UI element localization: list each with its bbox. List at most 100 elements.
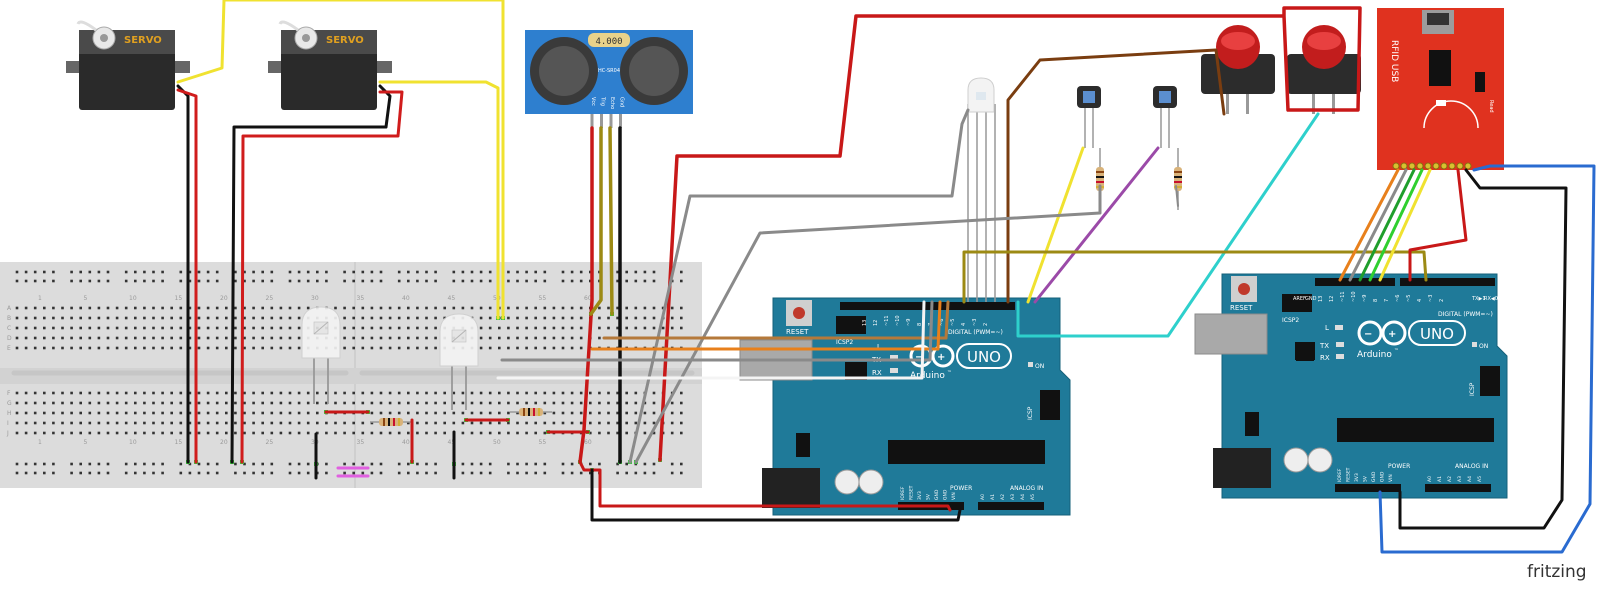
terminal-hole bbox=[143, 326, 146, 330]
terminal-hole bbox=[279, 431, 283, 435]
rail-hole bbox=[143, 279, 146, 283]
arduino-2-logo-plus: + bbox=[1388, 329, 1396, 340]
arduino-1-usb-chip bbox=[845, 362, 867, 380]
terminal-hole bbox=[70, 326, 73, 330]
terminal-hole bbox=[634, 421, 638, 425]
terminal-hole bbox=[79, 326, 82, 330]
rail-hole bbox=[206, 462, 210, 466]
terminal-hole bbox=[215, 316, 219, 320]
terminal-hole bbox=[33, 306, 37, 310]
rail-hole bbox=[97, 471, 101, 475]
rail-hole bbox=[79, 279, 82, 283]
arduino-2-l-label: L bbox=[1325, 324, 1329, 332]
terminal-hole bbox=[652, 391, 656, 395]
servo-1-shaft bbox=[100, 34, 108, 42]
terminal-hole bbox=[288, 316, 292, 320]
wire-sensor-echo-olive bbox=[608, 126, 614, 316]
rail-hole bbox=[70, 270, 73, 274]
terminal-hole bbox=[179, 326, 183, 330]
terminal-hole bbox=[625, 411, 628, 415]
column-number: 30 bbox=[311, 295, 319, 302]
push-button-2-leg-2 bbox=[1332, 94, 1335, 114]
arduino-1-power-label: POWER bbox=[950, 485, 972, 492]
resistor-photoresistor-1-band bbox=[1096, 171, 1104, 173]
servo-2-label: SERVO bbox=[326, 35, 364, 46]
column-number-bottom: 1 bbox=[38, 439, 42, 446]
column-number-bottom: 40 bbox=[402, 439, 410, 446]
terminal-hole bbox=[161, 316, 164, 320]
terminal-hole bbox=[188, 326, 192, 330]
rail-hole bbox=[525, 270, 528, 274]
arduino-2-tx-label: TX bbox=[1319, 342, 1329, 350]
terminal-hole bbox=[370, 346, 374, 350]
wire-rfid-yellow bbox=[1378, 168, 1432, 282]
arduino-2-rx-pin-label: RX◀0 bbox=[1484, 296, 1498, 302]
terminal-hole bbox=[598, 326, 601, 330]
column-number-bottom: 20 bbox=[220, 439, 228, 446]
terminal-hole bbox=[297, 431, 301, 435]
rail-hole bbox=[106, 279, 110, 283]
terminal-hole bbox=[15, 391, 19, 395]
terminal-hole bbox=[288, 346, 292, 350]
terminal-hole bbox=[179, 401, 183, 405]
terminal-hole bbox=[407, 391, 410, 395]
terminal-hole bbox=[15, 306, 19, 310]
wires bbox=[176, 0, 1596, 554]
terminal-hole bbox=[152, 336, 155, 340]
rail-hole bbox=[516, 279, 519, 283]
terminal-hole bbox=[625, 421, 628, 425]
terminal-hole bbox=[589, 401, 592, 405]
rail-hole bbox=[634, 279, 638, 283]
terminal-hole bbox=[234, 316, 237, 320]
rail-hole bbox=[507, 462, 510, 466]
terminal-hole bbox=[297, 346, 301, 350]
terminal-hole bbox=[407, 421, 410, 425]
wire-photoresistor2-purple bbox=[1033, 146, 1160, 304]
terminal-hole bbox=[534, 401, 537, 405]
terminal-hole bbox=[79, 391, 82, 395]
pin-label: IOREF bbox=[1337, 468, 1343, 482]
terminal-hole bbox=[407, 306, 410, 310]
servo-2-arm bbox=[278, 20, 299, 32]
terminal-hole bbox=[461, 391, 465, 395]
rail-hole bbox=[24, 462, 28, 466]
rail-hole bbox=[425, 471, 428, 475]
terminal-hole bbox=[106, 421, 110, 425]
arduino-1-icsp2-label: ICSP2 bbox=[836, 339, 853, 346]
terminal-hole bbox=[488, 391, 492, 395]
terminal-hole bbox=[188, 431, 192, 435]
rail-hole bbox=[516, 462, 519, 466]
terminal-hole bbox=[434, 421, 437, 425]
rail-hole bbox=[316, 279, 319, 283]
terminal-hole bbox=[33, 326, 37, 330]
rail-hole bbox=[643, 270, 647, 274]
pin-label: A1 bbox=[990, 494, 996, 500]
arduino-2-digital-header-right bbox=[1400, 278, 1495, 286]
photoresistor-2 bbox=[1153, 86, 1177, 148]
terminal-hole bbox=[70, 411, 73, 415]
arduino-2-rx-label: RX bbox=[1320, 354, 1330, 362]
terminal-hole bbox=[397, 326, 401, 330]
terminal-hole bbox=[106, 346, 110, 350]
terminal-hole bbox=[288, 306, 292, 310]
wire-rfid-black-gnd bbox=[1398, 168, 1568, 530]
terminal-hole bbox=[680, 316, 683, 320]
rail-hole bbox=[416, 270, 419, 274]
terminal-hole bbox=[134, 336, 137, 340]
terminal-hole bbox=[434, 431, 437, 435]
terminal-hole bbox=[197, 421, 201, 425]
rail-hole bbox=[243, 462, 246, 466]
terminal-hole bbox=[43, 306, 46, 310]
terminal-hole bbox=[607, 391, 610, 395]
rail-hole bbox=[407, 270, 410, 274]
rail-hole bbox=[680, 279, 683, 283]
terminal-hole bbox=[288, 336, 292, 340]
terminal-hole bbox=[534, 346, 537, 350]
terminal-hole bbox=[52, 391, 55, 395]
terminal-hole bbox=[416, 326, 419, 330]
sensor-pin-label: Trig bbox=[600, 96, 606, 106]
terminal-hole bbox=[288, 431, 292, 435]
terminal-hole bbox=[616, 411, 619, 415]
rail-hole bbox=[197, 270, 201, 274]
